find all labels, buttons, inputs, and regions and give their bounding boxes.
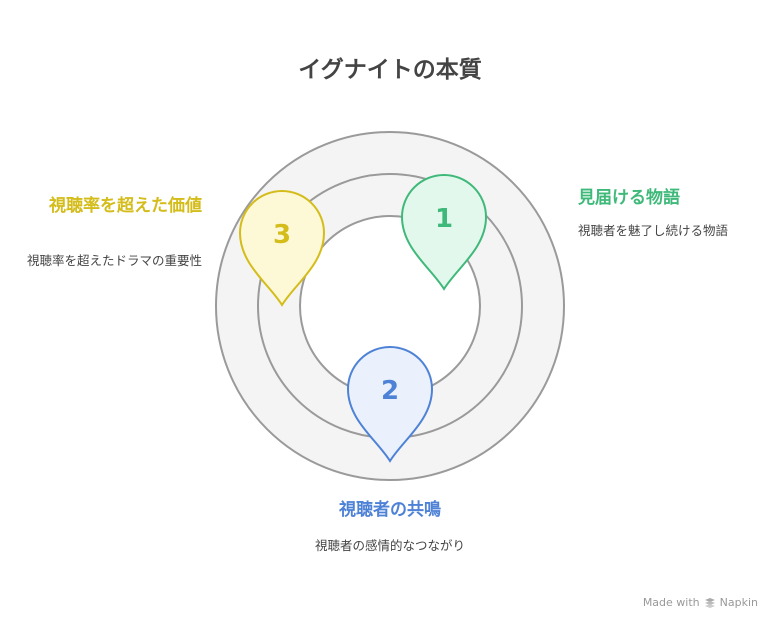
pin-2-number: 2 (381, 376, 399, 406)
pin-1: 1 (400, 174, 488, 291)
item-2-description: 視聴者の感情的なつながり (314, 538, 465, 553)
napkin-logo-icon (704, 597, 715, 608)
item-1-description: 視聴者を魅了し続ける物語 (578, 223, 729, 238)
made-with-label: Made with (642, 596, 700, 609)
item-2-heading: 視聴者の共鳴 (339, 500, 441, 520)
pin-3-number: 3 (273, 220, 291, 250)
item-3-heading: 視聴率を超えた価値 (49, 196, 202, 216)
item-3-description: 視聴率を超えたドラマの重要性 (26, 253, 202, 268)
diagram-title: イグナイトの本質 (298, 57, 482, 83)
pin-2: 2 (346, 346, 434, 463)
pin-3: 3 (238, 190, 326, 307)
item-1-heading: 見届ける物語 (578, 188, 680, 208)
napkin-brand-label: Napkin (719, 596, 758, 609)
pin-1-number: 1 (435, 204, 453, 234)
made-with-credit[interactable]: Made with Napkin (643, 596, 758, 609)
